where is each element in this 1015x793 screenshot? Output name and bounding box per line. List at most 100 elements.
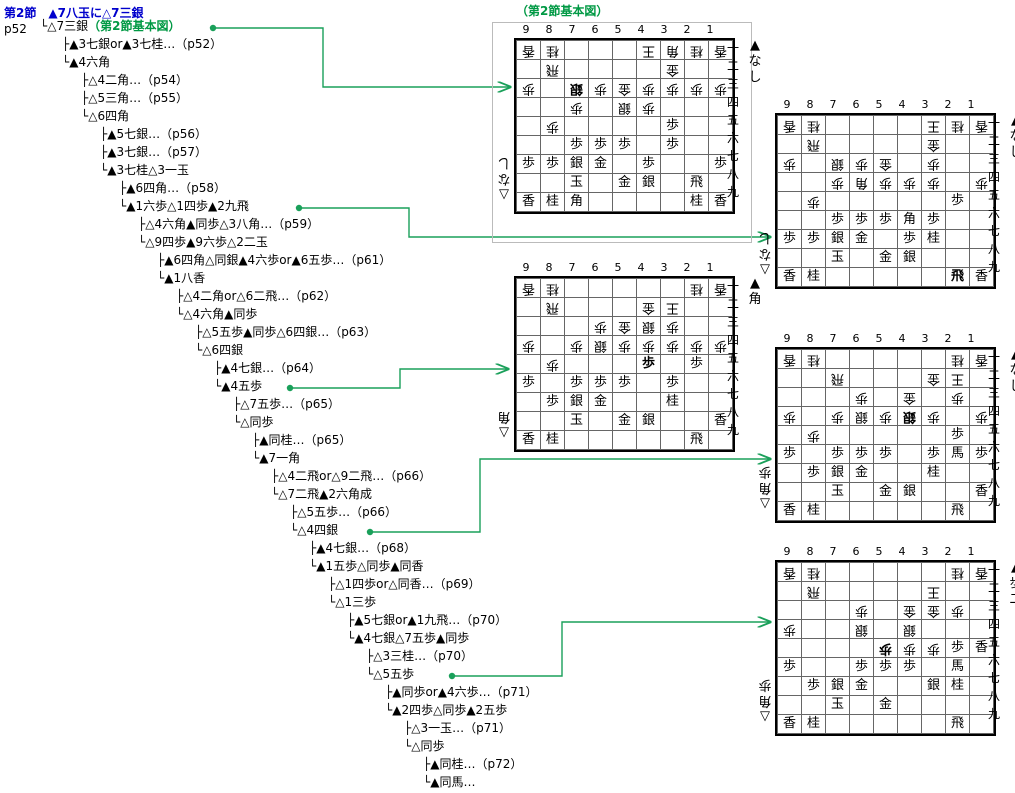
board-square — [825, 581, 850, 601]
board-square — [660, 192, 685, 212]
board-square — [660, 411, 685, 431]
sente-piece: 香 — [974, 484, 988, 499]
file-label: 4 — [898, 545, 906, 558]
board-square: 歩 — [873, 172, 898, 192]
board-square: 歩 — [873, 406, 898, 426]
sente-piece: 香 — [521, 194, 535, 209]
gote-piece: 歩 — [641, 338, 655, 353]
arrow-connector — [452, 622, 770, 677]
gote-hand: △角 — [496, 408, 512, 440]
tree-move-text: ▲4七銀…（p68） — [316, 541, 416, 555]
board-square: 桂 — [945, 676, 970, 696]
tree-branch-glyph: ├ — [366, 649, 374, 663]
sente-piece: 香 — [782, 716, 796, 731]
gote-hand-char: 歩 — [758, 677, 772, 692]
gote-piece: 歩 — [665, 81, 679, 96]
tree-branch-glyph: ├ — [252, 433, 260, 447]
board-square: 桂 — [801, 349, 826, 369]
board-square: 飛 — [801, 581, 826, 601]
gote-piece: 桂 — [950, 565, 964, 580]
rank-label: 二 — [988, 134, 1001, 148]
board-square — [612, 392, 637, 412]
board-square — [825, 425, 850, 445]
board-square: 歩 — [684, 78, 709, 98]
gote-piece: 歩 — [593, 319, 607, 334]
tree-move-text: ▲1六歩△1四歩▲2九飛 — [126, 199, 249, 213]
gote-piece: 歩 — [641, 81, 655, 96]
sente-piece: 桂 — [806, 269, 820, 284]
gote-hand-char: △ — [499, 187, 509, 202]
rank-label: 五 — [727, 351, 740, 365]
gote-piece: 歩 — [782, 156, 796, 171]
tree-branch-glyph: └ — [328, 595, 336, 609]
file-label: 6 — [591, 261, 599, 274]
rank-label: 四 — [988, 170, 1001, 184]
sente-piece: 歩 — [569, 137, 583, 152]
sente-piece: 金 — [617, 413, 631, 428]
gote-piece: 香 — [974, 565, 988, 580]
board-square — [849, 638, 874, 658]
tree-move-text: ▲3七桂△3一玉 — [107, 163, 189, 177]
board-square — [564, 297, 589, 317]
gote-hand-char: し — [758, 230, 772, 245]
board-square: 歩 — [897, 229, 922, 249]
board-square: 飛 — [945, 267, 970, 287]
gote-piece: 香 — [521, 43, 535, 58]
sente-piece: 金 — [854, 678, 868, 693]
sente-piece: 銀 — [641, 175, 655, 190]
board-square — [873, 387, 898, 407]
gote-hand-char: し — [497, 155, 511, 170]
board-square: 香 — [777, 501, 802, 521]
tree-move-text: ▲6四角…（p58） — [126, 181, 226, 195]
board-square: 歩 — [873, 638, 898, 658]
file-label: 6 — [852, 98, 860, 111]
board-square — [516, 297, 541, 317]
board-square: 王 — [921, 115, 946, 135]
rank-label: 四 — [727, 95, 740, 109]
gote-piece: 歩 — [569, 100, 583, 115]
board-square — [825, 115, 850, 135]
board-square: 金 — [873, 695, 898, 715]
rank-labels: 一二三四五六七八九 — [988, 561, 1000, 723]
board-square — [849, 134, 874, 154]
gote-piece: 歩 — [593, 81, 607, 96]
sente-piece: 歩 — [569, 375, 583, 390]
tree-move-text: ▲2四歩△同歩▲2五歩 — [392, 703, 508, 717]
tree-branch-glyph: ├ — [119, 181, 127, 195]
sente-piece: 銀 — [926, 678, 940, 693]
rank-label: 九 — [727, 185, 740, 199]
board-square: 歩 — [660, 335, 685, 355]
gote-piece: 王 — [926, 584, 940, 599]
board-square — [777, 600, 802, 620]
board-square: 歩 — [801, 191, 826, 211]
section-header: 第2節 ▲7八玉に△7三銀 — [4, 4, 144, 21]
tree-branch-glyph: ├ — [404, 721, 412, 735]
board-square — [564, 59, 589, 79]
board-square — [636, 373, 661, 393]
board-square: 歩 — [945, 425, 970, 445]
tree-move-text: ▲7一角 — [259, 451, 301, 465]
tree-branch-glyph: └ — [404, 739, 412, 753]
board-square — [636, 59, 661, 79]
board-square: 金 — [921, 600, 946, 620]
rank-label: 二 — [988, 581, 1001, 595]
gote-piece: 桂 — [806, 118, 820, 133]
board-square — [612, 297, 637, 317]
board-square — [921, 482, 946, 502]
board-square — [777, 581, 802, 601]
tree-move-text: ▲5七銀or▲1九飛…（p70） — [354, 613, 508, 627]
board-square — [921, 248, 946, 268]
gote-piece: 歩 — [854, 390, 868, 405]
board-square — [873, 425, 898, 445]
gote-piece: 歩 — [902, 175, 916, 190]
gote-hand-char: △ — [499, 425, 509, 440]
board-square — [873, 562, 898, 582]
tree-move-text: ▲6四角△同銀▲4六歩or▲6五歩…（p61） — [164, 253, 392, 267]
board-square — [873, 676, 898, 696]
tree-branch-glyph: └ — [100, 163, 108, 177]
tree-line: └△4六角▲同歩 — [176, 307, 257, 321]
board-square — [777, 368, 802, 388]
board-square — [921, 695, 946, 715]
tree-branch-glyph: ├ — [100, 127, 108, 141]
gote-hand: △角歩 — [757, 463, 773, 511]
